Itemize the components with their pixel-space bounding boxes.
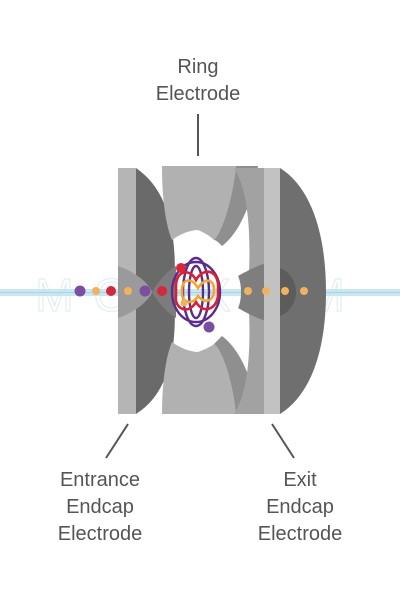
ion-red xyxy=(106,286,116,296)
ion-purple-trapped xyxy=(203,321,215,333)
exit-label-line-1: Exit xyxy=(283,469,317,491)
ion-orange xyxy=(124,287,132,295)
exit-endcap-label: Exit Endcap Electrode xyxy=(200,467,400,548)
ion-purple xyxy=(139,285,151,297)
exit-leader-line xyxy=(271,423,295,459)
exit-label-line-2: Endcap xyxy=(266,496,334,518)
entrance-endcap-label: Entrance Endcap Electrode xyxy=(0,467,200,548)
ring-electrode-top xyxy=(162,166,236,240)
exit-label-line-3: Electrode xyxy=(257,523,343,545)
entrance-endcap-hole xyxy=(118,266,152,318)
ring-label-line-1: Ring xyxy=(177,56,219,78)
ring-label-line-2: Electrode xyxy=(155,83,241,105)
ion-orange-ejected xyxy=(300,287,308,295)
entrance-label-line-1: Entrance xyxy=(59,469,141,491)
trajectory-purple-3 xyxy=(187,264,205,320)
entrance-leader-line xyxy=(105,423,129,459)
ion-red-trapped xyxy=(176,263,186,273)
ion-red xyxy=(157,286,167,296)
ion-purple xyxy=(74,285,86,297)
ion-orange-ejected xyxy=(281,287,289,295)
ion-trajectories xyxy=(170,256,222,328)
trajectory-orange xyxy=(180,279,216,304)
ions xyxy=(74,263,308,333)
entrance-label-line-2: Endcap xyxy=(66,496,134,518)
entrance-label-line-3: Electrode xyxy=(57,523,143,545)
exit-endcap-face xyxy=(264,168,280,414)
ion-orange xyxy=(92,287,100,295)
ion-orange-ejected xyxy=(244,287,252,295)
ring-electrode-label: Ring Electrode xyxy=(98,54,298,108)
ion-orange-ejected xyxy=(262,287,270,295)
trajectory-red xyxy=(174,270,220,311)
ion-orange-trapped xyxy=(180,299,188,307)
ring-electrode-bottom xyxy=(162,342,236,414)
trajectory-purple-2 xyxy=(170,260,222,324)
